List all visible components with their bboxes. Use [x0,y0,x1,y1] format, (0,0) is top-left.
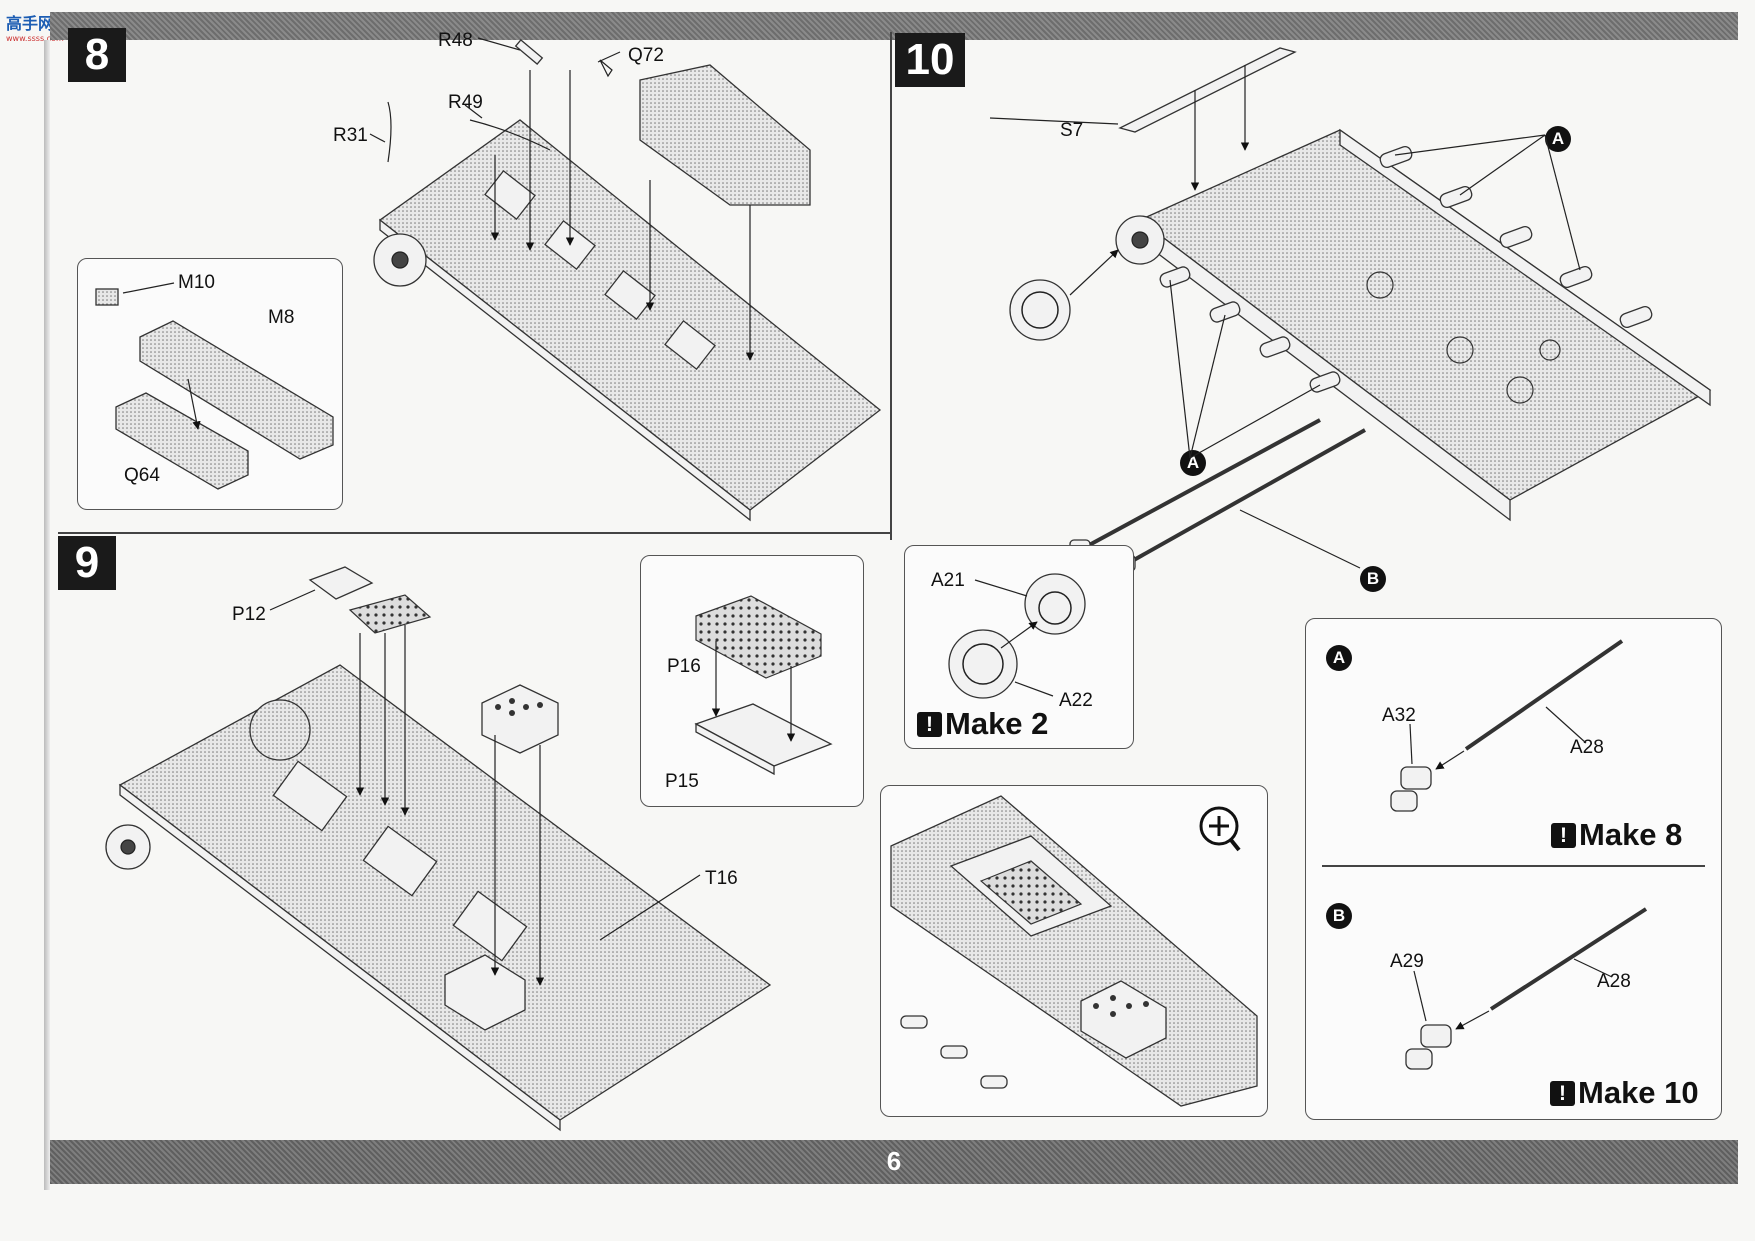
detail-a-badge: A [1326,645,1352,671]
top-header-bar [50,12,1738,40]
label-s7: S7 [1060,120,1084,141]
label-p16: P16 [667,656,701,677]
step-10-wheel-inset: A21 A22 ! Make 2 [904,545,1134,749]
label-a32: A32 [1382,705,1416,726]
step-9-badge: 9 [58,536,116,590]
label-q64: Q64 [124,465,160,486]
detail-b-badge: B [1326,903,1352,929]
zoom-detail-drawing [890,795,1258,1107]
warning-icon: ! [1551,822,1576,848]
step-8-inset-drawing [95,282,334,490]
label-a22: A22 [1059,690,1093,711]
step-8-badge: 8 [68,28,126,82]
warning-icon: ! [1550,1080,1575,1106]
step-9-hull-drawing [105,566,772,1132]
step-8-inset-panel: M10 M8 Q64 [77,258,343,510]
make-8-text: Make 8 [1579,817,1683,852]
label-m10: M10 [178,272,215,293]
step-10-badge: 10 [895,33,965,87]
make-2-text: Make 2 [945,706,1049,741]
magnify-plus-icon [1199,806,1241,848]
label-q72: Q72 [628,45,664,66]
logo-text: 高手网 [6,14,55,33]
make-10-note: ! Make 10 [1550,1075,1699,1111]
binding-edge [44,40,50,1190]
detail-ab-drawing [1390,639,1648,1070]
horizontal-divider-left [58,532,892,534]
make-2-note: ! Make 2 [917,706,1048,742]
step-9-inset-drawing [694,595,833,776]
label-r49: R49 [448,92,483,113]
label-a29: A29 [1390,951,1424,972]
make-10-text: Make 10 [1578,1075,1699,1110]
label-r31: R31 [333,125,368,146]
detail-separator [1322,865,1705,867]
vertical-divider [890,32,892,540]
label-r48: R48 [438,30,473,51]
logo-subtext: www.ssss.com [6,34,64,43]
label-p12: P12 [232,604,266,625]
wheel-inset-drawing [948,573,1086,699]
label-m8: M8 [268,307,295,328]
zoom-detail-panel [880,785,1268,1117]
label-a21: A21 [931,570,965,591]
make-8-note: ! Make 8 [1551,817,1682,853]
detail-ab-panel: A A32 A28 ! Make 8 B A29 A28 ! Make 10 [1305,618,1722,1120]
warning-icon: ! [917,711,942,737]
site-logo: 高手网 www.ssss.com [6,10,70,43]
step-8-hull-drawing [369,37,882,522]
label-t16: T16 [705,868,738,889]
step-10-hull-drawing [989,47,1712,572]
label-a28-b: A28 [1597,971,1631,992]
step-9-inset-panel: P16 P15 [640,555,864,807]
page-number: 6 [886,1146,902,1176]
callout-a-top: A [1545,126,1571,152]
label-a28-a: A28 [1570,737,1604,758]
bottom-footer-bar: 6 [50,1140,1738,1184]
callout-b: B [1360,566,1386,592]
label-p15: P15 [665,771,699,792]
